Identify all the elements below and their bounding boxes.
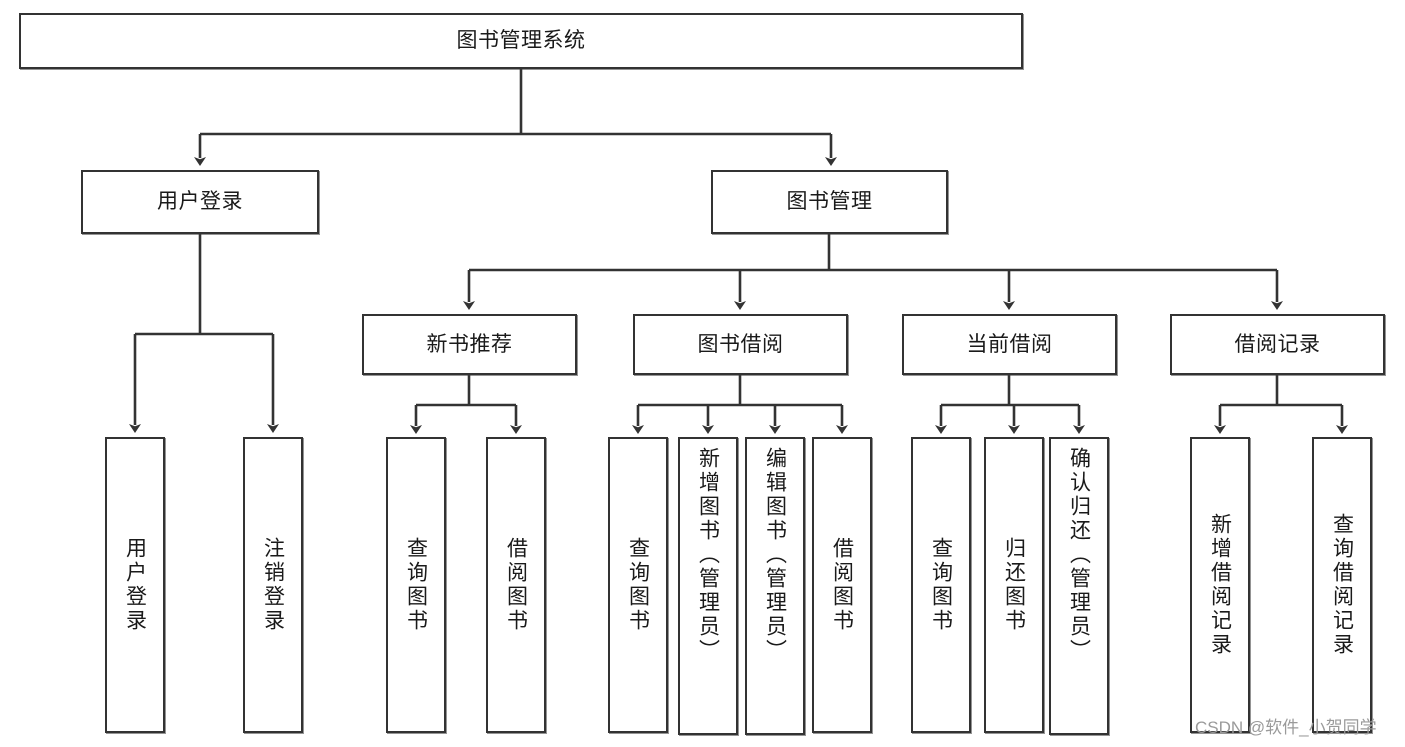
node-leaf-return-book[interactable]: 归还图书 [984,437,1044,733]
node-user-login[interactable]: 用户登录 [81,170,319,234]
node-leaf-logout[interactable]: 注销登录 [243,437,303,733]
node-leaf-confirm-return-admin-label: 确认归还（管理员） [1067,447,1091,663]
node-leaf-edit-book-admin-label: 编辑图书（管理员） [763,447,787,663]
node-user-login-label: 用户登录 [157,190,243,214]
node-leaf-query-book-current[interactable]: 查询图书 [911,437,971,733]
node-leaf-add-borrow-record[interactable]: 新增借阅记录 [1190,437,1250,733]
node-book-manage[interactable]: 图书管理 [711,170,948,234]
node-leaf-query-borrow-record-label: 查询借阅记录 [1330,513,1354,657]
node-leaf-borrow-book[interactable]: 借阅图书 [812,437,872,733]
node-new-book-recommend[interactable]: 新书推荐 [362,314,577,375]
node-new-book-recommend-label: 新书推荐 [426,332,513,356]
node-book-manage-label: 图书管理 [786,190,873,214]
node-leaf-borrow-book-label: 借阅图书 [830,537,854,633]
node-leaf-add-borrow-record-label: 新增借阅记录 [1208,513,1232,657]
node-leaf-query-borrow-record[interactable]: 查询借阅记录 [1312,437,1372,733]
node-current-borrow-label: 当前借阅 [966,332,1053,356]
csdn-watermark: CSDN @软件_小贺同学 [1195,718,1377,737]
node-leaf-query-book-rec[interactable]: 查询图书 [386,437,446,733]
node-leaf-add-book-admin[interactable]: 新增图书（管理员） [678,437,738,735]
node-leaf-query-book-rec-label: 查询图书 [404,537,428,633]
node-leaf-borrow-book-rec[interactable]: 借阅图书 [486,437,546,733]
node-leaf-add-book-admin-label: 新增图书（管理员） [696,447,720,663]
node-leaf-return-book-label: 归还图书 [1002,537,1026,633]
node-leaf-edit-book-admin[interactable]: 编辑图书（管理员） [745,437,805,735]
node-leaf-query-book-current-label: 查询图书 [929,537,953,633]
node-borrow-record[interactable]: 借阅记录 [1170,314,1385,375]
node-leaf-query-book-borrow-label: 查询图书 [626,537,650,633]
node-book-borrow[interactable]: 图书借阅 [633,314,848,375]
node-leaf-user-login[interactable]: 用户登录 [105,437,165,733]
node-current-borrow[interactable]: 当前借阅 [902,314,1117,375]
node-borrow-record-label: 借阅记录 [1234,332,1321,356]
node-leaf-borrow-book-rec-label: 借阅图书 [504,537,528,633]
node-leaf-query-book-borrow[interactable]: 查询图书 [608,437,668,733]
node-root-label: 图书管理系统 [456,29,586,53]
node-leaf-confirm-return-admin[interactable]: 确认归还（管理员） [1049,437,1109,735]
node-leaf-logout-label: 注销登录 [261,537,285,633]
node-root[interactable]: 图书管理系统 [19,13,1023,69]
node-leaf-user-login-label: 用户登录 [123,537,147,633]
node-book-borrow-label: 图书借阅 [697,332,784,356]
